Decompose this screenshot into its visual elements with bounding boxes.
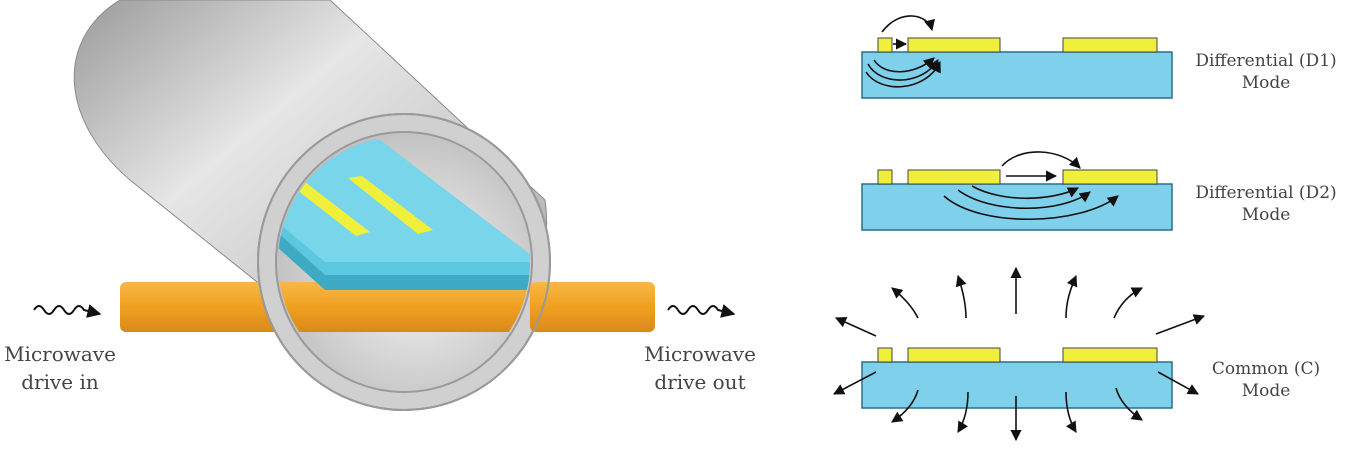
microwave-in-arrow — [33, 304, 102, 318]
mode-d1-diagram — [861, 15, 1173, 99]
electrode-strip-2 — [348, 176, 433, 234]
microwave-out-arrow — [667, 304, 736, 318]
cavity-diagram — [33, 0, 736, 411]
electrode-center-d2 — [907, 169, 1001, 185]
electrode-center-c — [907, 347, 1001, 363]
electrode-strip-1 — [292, 182, 370, 236]
electrode-right-c — [1062, 347, 1158, 363]
microwave-line-left — [120, 282, 290, 332]
mode-d2-label: Differential (D2) Mode — [1195, 183, 1337, 225]
electrode-right-d1 — [1062, 37, 1158, 53]
substrate-d2 — [861, 183, 1173, 231]
mode-c-label: Common (C) Mode — [1211, 359, 1321, 401]
microwave-out-label: Microwave drive out — [644, 342, 756, 394]
microwave-in-label: Microwave drive in — [4, 342, 116, 394]
microwave-line-right — [530, 282, 655, 332]
mode-d1-label: Differential (D1) Mode — [1195, 51, 1337, 93]
substrate-d1 — [861, 51, 1173, 99]
electrode-small-c — [877, 347, 893, 363]
substrate-c — [861, 361, 1173, 409]
electrode-right-d2 — [1062, 169, 1158, 185]
mode-common-diagram — [833, 266, 1206, 442]
mode-d2-diagram — [861, 151, 1173, 231]
electrode-small-d2 — [877, 169, 893, 185]
electrode-small-d1 — [877, 37, 893, 53]
electrode-center-d1 — [907, 37, 1001, 53]
